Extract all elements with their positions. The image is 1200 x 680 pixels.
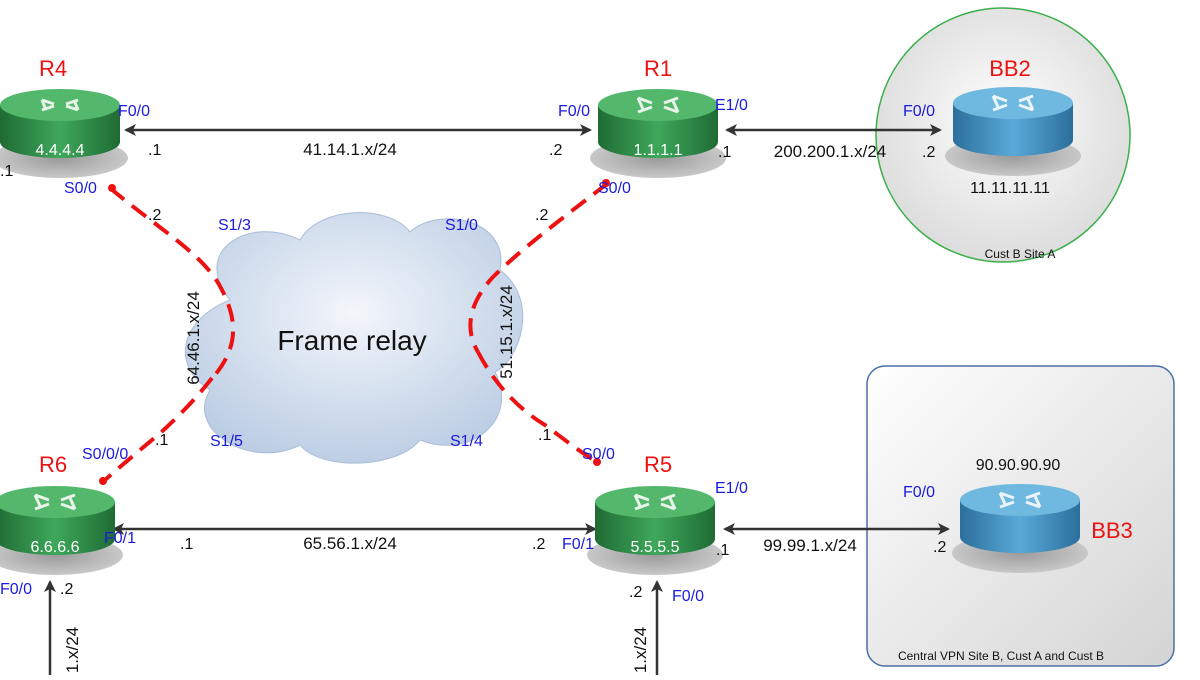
fr-endpoint-r6 [99,477,107,485]
host-r1-r4: .2 [549,142,562,159]
ethernet-links [44,124,950,675]
host-r4-left: .1 [0,163,13,180]
router-r1[interactable]: 1.1.1.1 [590,89,726,178]
router-r6[interactable]: 6.6.6.6 [0,486,123,575]
frame-relay-links [103,181,610,482]
router-name-r6: R6 [39,452,67,477]
if-r6-f00: F0/0 [0,581,32,598]
router-icon [991,94,1035,112]
host-r1-fr: .2 [535,207,548,224]
subnet-fr-r5: 51.15.1.x/24 [497,285,516,379]
fr-endpoint-r5 [593,458,601,466]
fr-link-r5 [476,351,599,464]
fr-endpoint-r1 [602,179,610,187]
fr-endpoint-r4 [108,184,116,192]
if-r1-s00: S0/0 [598,180,631,197]
if-r5-f01: F0/1 [562,536,594,553]
host-r6-fr: .1 [155,432,168,449]
router-icon [33,493,77,511]
if-bb3-f00: F0/0 [903,484,935,501]
if-r5-e10: E1/0 [715,480,748,497]
host-r5-bb3: .1 [716,542,729,559]
router-id-bb2: 11.11.11.11 [970,180,1050,197]
if-r4-s00: S0/0 [64,180,97,197]
subnet-r1-bb2: 200.200.1.x/24 [774,142,886,161]
router-name-r1: R1 [644,56,672,81]
host-bb2-r1: .2 [922,144,935,161]
frame-relay-cloud: Frame relay [184,212,524,464]
router-name-r5: R5 [644,452,672,477]
if-fr-s15: S1/5 [210,433,243,450]
subnet-r4-r1: 41.14.1.x/24 [303,140,397,159]
router-bb3[interactable] [952,484,1088,573]
if-r5-s00: S0/0 [582,446,615,463]
subnet-r6-down: 1.x/24 [63,627,82,673]
if-fr-s10: S1/0 [445,217,478,234]
subnet-r5-bb3: 99.99.1.x/24 [763,536,857,555]
zone-label-cust-b-site-a: Cust B Site A [985,247,1056,261]
host-r4-fr: .2 [148,207,161,224]
router-icon [998,491,1042,509]
if-r1-f00: F0/0 [558,103,590,120]
host-r6-r5: .1 [180,536,193,553]
if-fr-s13: S1/3 [218,217,251,234]
router-id-r6: 6.6.6.6 [31,539,80,556]
router-icon [40,98,80,112]
router-id-bb3: 90.90.90.90 [976,457,1061,474]
host-r1-bb2: .1 [718,144,731,161]
fr-link-r4 [108,186,236,377]
subnet-r5-down: 1.x/24 [631,627,650,673]
router-name-bb3: BB3 [1091,518,1133,543]
router-id-r1: 1.1.1.1 [634,142,683,159]
if-r6-s000: S0/0/0 [82,446,128,463]
host-r5-r6: .2 [532,536,545,553]
router-r4[interactable]: 4.4.4.4 [0,89,128,178]
router-name-bb2: BB2 [989,56,1031,81]
host-r4-r1: .1 [148,142,161,159]
router-id-r4: 4.4.4.4 [36,142,85,159]
if-fr-s14: S1/4 [450,433,483,450]
host-r6-down: .2 [60,581,73,598]
zone-label-central-vpn: Central VPN Site B, Cust A and Cust B [898,649,1104,663]
router-name-r4: R4 [39,56,67,81]
if-bb2-f00: F0/0 [903,103,935,120]
fr-link-r1 [468,181,610,354]
fr-endpoints [99,179,610,485]
router-r5[interactable]: 5.5.5.5 [587,486,723,575]
if-r4-f00: F0/0 [118,103,150,120]
if-r5-f00: F0/0 [672,588,704,605]
host-bb3-r5: .2 [933,539,946,556]
frame-relay-label: Frame relay [277,325,426,356]
if-r6-f01: F0/1 [104,530,136,547]
router-icon [633,493,677,511]
router-id-r5: 5.5.5.5 [631,539,680,556]
if-r1-e10: E1/0 [715,97,748,114]
subnet-fr-r4: 64.46.1.x/24 [184,291,203,385]
fr-link-r6 [103,376,214,482]
router-icon [636,96,680,114]
router-bb2[interactable] [945,87,1081,176]
host-r5-down: .2 [629,584,642,601]
host-r5-fr: .1 [538,427,551,444]
subnet-r6-r5: 65.56.1.x/24 [303,534,397,553]
